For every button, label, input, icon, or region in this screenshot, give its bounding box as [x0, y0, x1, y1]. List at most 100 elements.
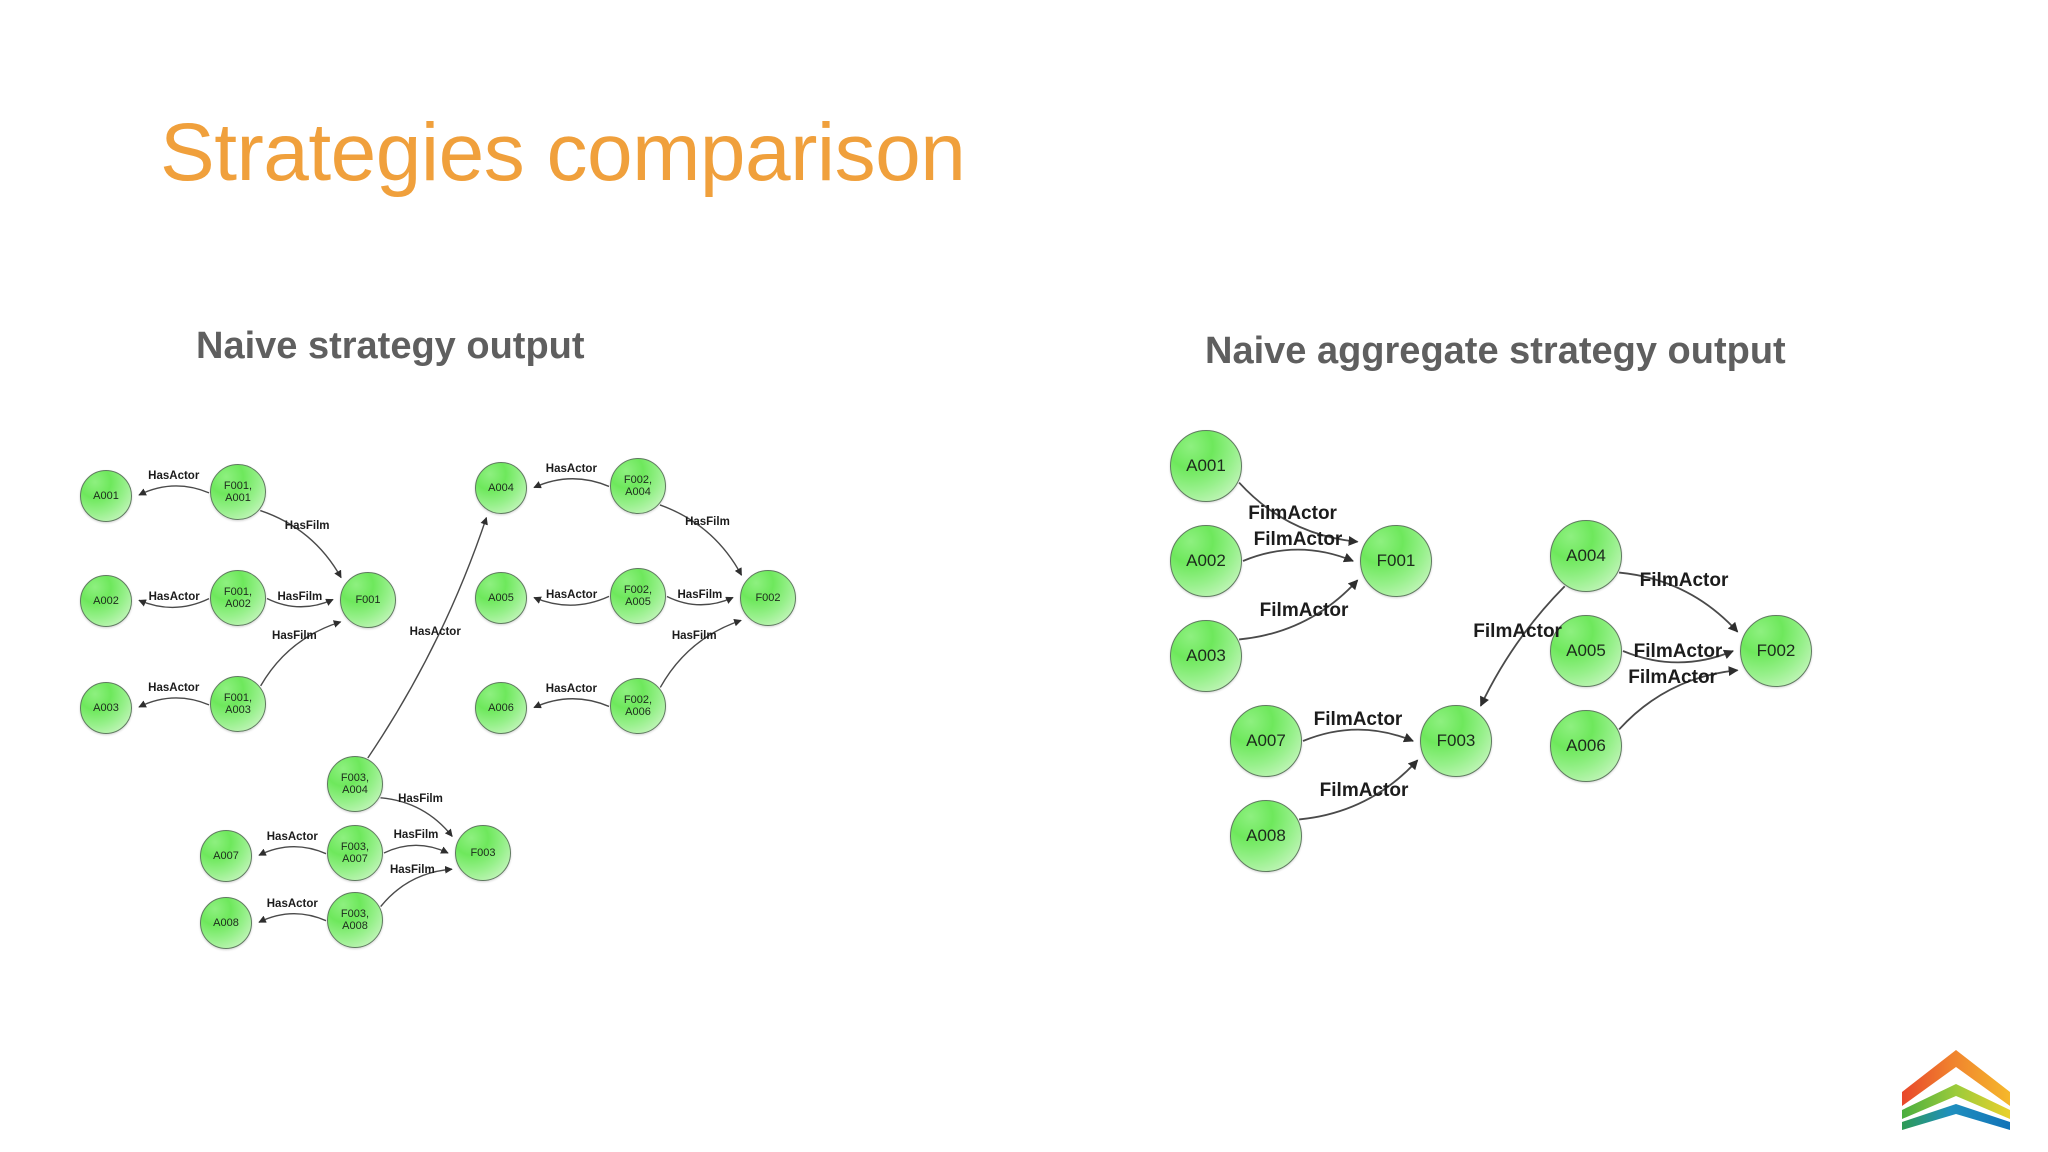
graph-node-label: F003,A007 [340, 840, 370, 865]
graph-node-f002a004[interactable]: F002,A004 [610, 458, 666, 514]
page-title: Strategies comparison [160, 107, 966, 198]
naive-aggregate-strategy-edges [1238, 481, 1739, 821]
graph-node-a006[interactable]: A006 [1550, 710, 1622, 782]
naive-strategy-edges [138, 478, 743, 923]
graph-node-f001[interactable]: F001 [340, 572, 396, 628]
graph-node-f001a002[interactable]: F001,A002 [210, 570, 266, 626]
graph-node-label: A002 [93, 594, 119, 607]
graph-node-a008[interactable]: A008 [200, 897, 252, 949]
graph-node-f001a003[interactable]: F001,A003 [210, 676, 266, 732]
graph-node-label: A003 [1186, 646, 1226, 666]
graph-node-label: F002,A005 [623, 583, 653, 608]
graph-edge-label: HasFilm [398, 793, 443, 806]
graph-edge-label: HasActor [545, 462, 597, 475]
graph-node-label: A001 [1186, 456, 1226, 476]
graph-edge [383, 844, 449, 854]
graph-edge [138, 485, 210, 496]
graph-edge [666, 595, 734, 606]
graph-edge-label: FilmActor [1633, 641, 1723, 663]
graph-node-label: A008 [1246, 826, 1286, 846]
graph-node-a004[interactable]: A004 [475, 462, 527, 514]
graph-edge-label: FilmActor [1319, 780, 1409, 802]
graph-node-label: F001 [1376, 551, 1416, 571]
graph-node-f002[interactable]: F002 [1740, 615, 1812, 687]
graph-node-label: A008 [213, 916, 239, 929]
graph-node-f002a006[interactable]: F002,A006 [610, 678, 666, 734]
graph-node-label: F001,A002 [223, 585, 253, 610]
graph-node-label: A004 [1566, 546, 1606, 566]
graph-edge [258, 913, 327, 923]
graph-edge-label: FilmActor [1473, 621, 1562, 643]
right-panel-heading: Naive aggregate strategy output [1205, 330, 1786, 372]
graph-edge-label: HasFilm [284, 520, 330, 533]
graph-node-a006[interactable]: A006 [475, 682, 527, 734]
graph-node-label: F003 [1436, 731, 1476, 751]
graph-node-a005[interactable]: A005 [475, 572, 527, 624]
graph-node-label: F003,A008 [340, 907, 370, 932]
graph-edge-label: HasActor [266, 830, 318, 843]
graph-edge-label: HasFilm [671, 630, 717, 643]
graph-edge [1618, 666, 1739, 731]
graph-node-label: F003 [470, 846, 496, 859]
graph-edge [260, 620, 342, 687]
graph-node-label: F002,A006 [623, 693, 653, 718]
graph-node-label: F003,A004 [340, 771, 370, 796]
graph-node-label: A007 [1246, 731, 1286, 751]
graph-node-f001[interactable]: F001 [1360, 525, 1432, 597]
graph-edge [1479, 585, 1566, 707]
graph-node-f002[interactable]: F002 [740, 570, 796, 626]
graph-edge [1622, 649, 1734, 664]
graph-node-label: A003 [93, 701, 119, 714]
graph-edge [1302, 728, 1414, 743]
graph-edge [138, 697, 210, 708]
graph-node-a001[interactable]: A001 [1170, 430, 1242, 502]
graph-node-a007[interactable]: A007 [1230, 705, 1302, 777]
graph-edge-label: HasFilm [685, 516, 730, 529]
graph-edge [380, 865, 453, 907]
graph-edge [1239, 579, 1359, 641]
graph-node-a001[interactable]: A001 [80, 470, 132, 522]
graph-node-f001a001[interactable]: F001,A001 [210, 464, 266, 520]
graph-node-a003[interactable]: A003 [80, 682, 132, 734]
graph-edge [260, 509, 342, 579]
graph-edge [138, 598, 210, 609]
graph-edge-label: HasFilm [277, 590, 323, 603]
graph-node-label: F001,A003 [223, 691, 253, 716]
graph-edge-label: HasActor [148, 470, 200, 483]
graph-edge-label: HasActor [545, 682, 597, 695]
graph-node-f003[interactable]: F003 [1420, 705, 1492, 777]
graph-node-label: F002 [755, 591, 781, 604]
graph-edge-label: HasActor [148, 591, 200, 604]
graph-node-a008[interactable]: A008 [1230, 800, 1302, 872]
graph-node-a003[interactable]: A003 [1170, 620, 1242, 692]
graph-node-a004[interactable]: A004 [1550, 520, 1622, 592]
graph-node-f003[interactable]: F003 [455, 825, 511, 881]
graph-edge [380, 797, 453, 837]
graph-edge-label: HasFilm [677, 588, 723, 601]
graph-edge [258, 846, 327, 856]
graph-node-a002[interactable]: A002 [80, 575, 132, 627]
graph-edge-label: HasFilm [272, 630, 317, 643]
graph-node-label: A007 [213, 849, 239, 862]
graph-edge-label: FilmActor [1628, 667, 1717, 689]
graph-node-label: F002,A004 [623, 473, 653, 498]
graph-edge-label: HasActor [546, 589, 598, 602]
graph-node-f002a005[interactable]: F002,A005 [610, 568, 666, 624]
graph-node-label: A006 [1566, 736, 1606, 756]
graph-node-a007[interactable]: A007 [200, 830, 252, 882]
graph-node-label: F001 [355, 593, 381, 606]
graph-node-a002[interactable]: A002 [1170, 525, 1242, 597]
graph-edge-label: FilmActor [1248, 502, 1337, 524]
graph-edge [1299, 759, 1419, 821]
graph-edge-label: HasFilm [393, 829, 439, 842]
chevron-logo [1902, 1050, 2010, 1130]
graph-edge [1619, 571, 1739, 633]
graph-edge [659, 618, 742, 688]
graph-node-f003a004[interactable]: F003,A004 [327, 756, 383, 812]
graph-node-f003a007[interactable]: F003,A007 [327, 825, 383, 881]
graph-edge [533, 478, 610, 489]
graph-node-f003a008[interactable]: F003,A008 [327, 892, 383, 948]
graph-node-a005[interactable]: A005 [1550, 615, 1622, 687]
